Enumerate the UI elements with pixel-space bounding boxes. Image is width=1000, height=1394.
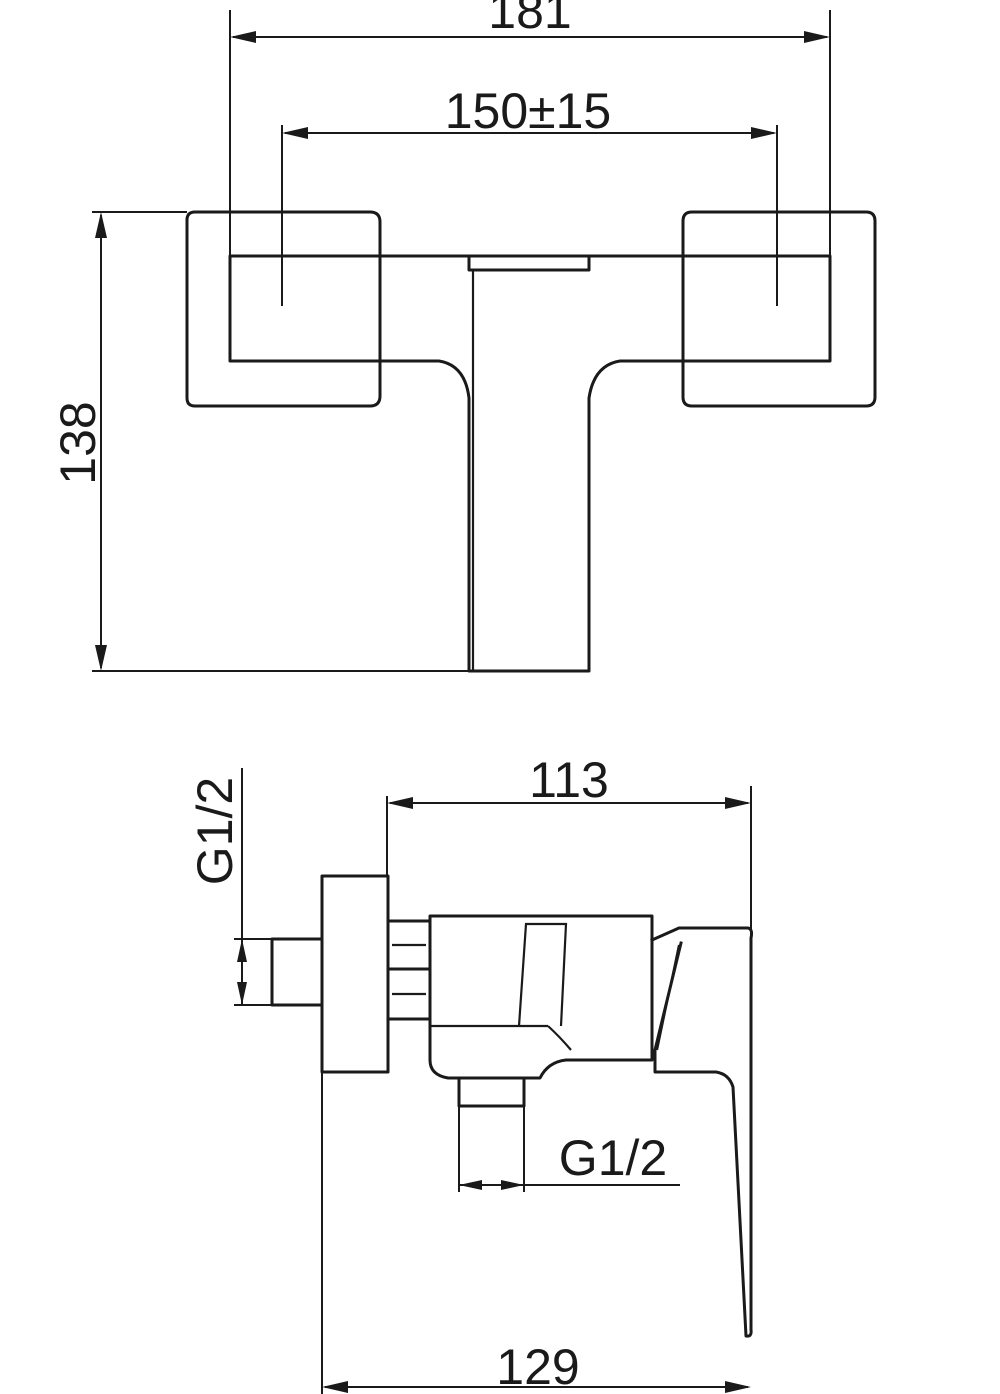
side-view: 113 129 G1/2 G1/2	[187, 752, 754, 1394]
inlet-thread-label: G1/2	[187, 777, 243, 885]
dimension-129: 129	[321, 1072, 751, 1394]
left-wall-flange	[185, 210, 382, 408]
dimension-inlet-thread: G1/2	[187, 768, 272, 1006]
inlet-pipe	[270, 937, 324, 1007]
wall-plate	[320, 874, 390, 1074]
side-mixer-body	[428, 914, 654, 1080]
dimension-181-label: 181	[488, 0, 571, 39]
outlet-thread-label: G1/2	[559, 1130, 667, 1186]
right-wall-flange	[681, 210, 877, 408]
front-view: 181 150±15 138	[50, 0, 877, 673]
dimension-outlet-thread: G1/2	[458, 1106, 680, 1192]
dimension-150-label: 150±15	[445, 83, 611, 139]
outlet-pipe	[457, 1076, 526, 1108]
dimension-138: 138	[50, 211, 469, 672]
dimension-150: 150±15	[281, 83, 778, 306]
dimension-138-label: 138	[50, 401, 106, 484]
dimension-129-label: 129	[496, 1339, 579, 1394]
mixer-body	[228, 254, 832, 673]
top-lever	[467, 254, 591, 272]
dimension-181: 181	[229, 0, 831, 256]
dimension-113: 113	[386, 752, 752, 935]
dimension-113-label: 113	[529, 752, 609, 808]
